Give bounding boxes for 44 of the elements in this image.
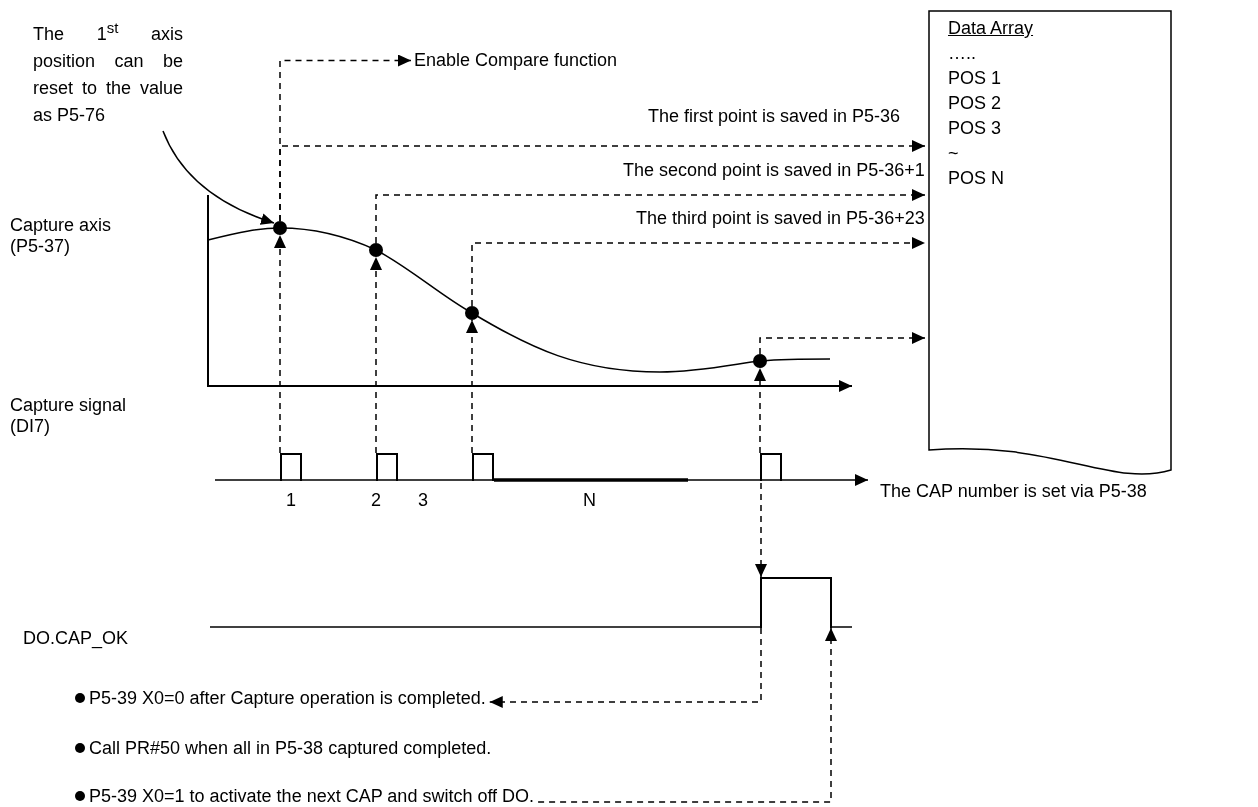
array-entry: ~ xyxy=(948,143,959,164)
arrow xyxy=(755,482,767,578)
signal-pulse xyxy=(760,577,832,628)
array-entry: POS N xyxy=(948,168,1004,189)
array-entry: POS 1 xyxy=(948,68,1002,89)
arrow xyxy=(375,189,926,244)
capture-point xyxy=(369,243,383,257)
capture-point xyxy=(753,354,767,368)
arrow xyxy=(471,237,926,307)
array-heading: Data Array xyxy=(948,18,1034,39)
note-text: The CAP number is set via P5-38 xyxy=(880,480,1148,502)
arrow xyxy=(466,319,478,454)
pulse-number: 2 xyxy=(371,490,381,511)
edge-label: The first point is saved in P5-36 xyxy=(648,106,901,126)
signal-pulse xyxy=(376,453,398,481)
annotation-text: Enable Compare function xyxy=(414,50,618,71)
array-entry: POS 2 xyxy=(948,93,1002,114)
arrow xyxy=(370,256,382,454)
capture-point xyxy=(465,306,479,320)
signal-pulse xyxy=(760,453,782,481)
signal-name: Capture signal (DI7) xyxy=(10,395,128,437)
arrow xyxy=(274,234,286,454)
signal-name: Capture axis (P5-37) xyxy=(10,215,113,257)
edge-label: The third point is saved in P5-36+23 xyxy=(636,208,925,228)
bullet-text: Call PR#50 when all in P5-38 captured completed. xyxy=(89,738,492,758)
arrow xyxy=(489,627,762,708)
signal-name: DO.CAP_OK xyxy=(23,628,129,649)
pulse-number: 1 xyxy=(286,490,296,511)
capture-point xyxy=(273,221,287,235)
array-entry: POS 3 xyxy=(948,118,1002,139)
array-entry: ….. xyxy=(948,43,976,64)
pulse-number: 3 xyxy=(418,490,428,511)
note-text: The 1$^{st}$ axis position can be reset to the value as P5-76 xyxy=(33,14,183,129)
signal-pulse xyxy=(472,453,494,481)
pulse-number: N xyxy=(583,490,596,511)
edge-label: The second point is saved in P5-36+1 xyxy=(623,160,925,180)
bullet-text: P5-39 X0=0 after Capture operation is completed. xyxy=(89,688,486,708)
leader-line xyxy=(162,130,275,225)
bullet-text: P5-39 X0=1 to activate the next CAP and switch off DO. xyxy=(89,786,535,806)
arrow xyxy=(754,367,766,454)
arrow xyxy=(537,627,837,803)
signal-pulse xyxy=(280,453,302,481)
arrow xyxy=(279,140,926,222)
arrow xyxy=(759,332,926,355)
